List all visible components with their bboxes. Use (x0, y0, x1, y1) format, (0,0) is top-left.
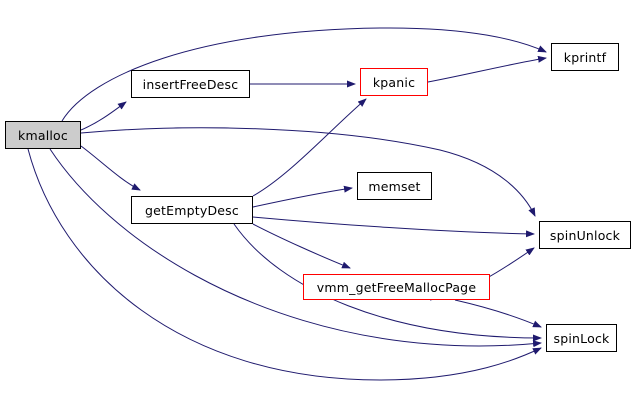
node-label: vmm_getFreeMallocPage (316, 279, 477, 295)
edge-kpanic-to-kprintf (427, 55, 547, 83)
edge-getEmptyDesc-to-memset (252, 185, 353, 208)
node-kmalloc[interactable]: kmalloc (5, 121, 81, 149)
node-memset[interactable]: memset (357, 172, 432, 200)
node-label: kprintf (563, 49, 607, 65)
edge-getEmptyDesc-to-spinUnlock (252, 216, 535, 238)
node-label: insertFreeDesc (142, 76, 239, 92)
edge-paths (27, 27, 547, 381)
edge-kmalloc-to-getEmptyDesc (80, 145, 141, 191)
node-label: kmalloc (18, 127, 68, 143)
edge-kmalloc-to-insertFreeDesc (80, 101, 127, 131)
node-vmm_getFreeMallocPage[interactable]: vmm_getFreeMallocPage (303, 274, 490, 300)
edge-kmalloc-to-spinLock (27, 148, 542, 381)
edge-getEmptyDesc-to-kpanic (252, 98, 367, 197)
node-label: kpanic (372, 74, 416, 90)
node-getEmptyDesc[interactable]: getEmptyDesc (131, 196, 253, 224)
node-label: spinLock (553, 330, 610, 346)
node-insertFreeDesc[interactable]: insertFreeDesc (131, 70, 250, 98)
edge-getEmptyDesc-to-vmm_getFreeMallocPage (252, 223, 351, 269)
node-label: spinUnlock (549, 227, 621, 243)
node-spinUnlock[interactable]: spinUnlock (539, 221, 631, 249)
node-label: getEmptyDesc (145, 202, 239, 218)
node-kpanic[interactable]: kpanic (360, 68, 428, 96)
node-spinLock[interactable]: spinLock (546, 324, 617, 352)
edge-kmalloc-to-kprintf (61, 27, 547, 122)
node-kprintf[interactable]: kprintf (551, 43, 619, 71)
edge-kmalloc-to-spinLock (49, 148, 542, 348)
edge-kmalloc-to-spinUnlock (80, 127, 536, 217)
edge-vmm_getFreeMallocPage-to-spinLock (454, 299, 542, 328)
edge-getEmptyDesc-to-spinLock (233, 223, 542, 342)
node-label: memset (368, 178, 421, 194)
